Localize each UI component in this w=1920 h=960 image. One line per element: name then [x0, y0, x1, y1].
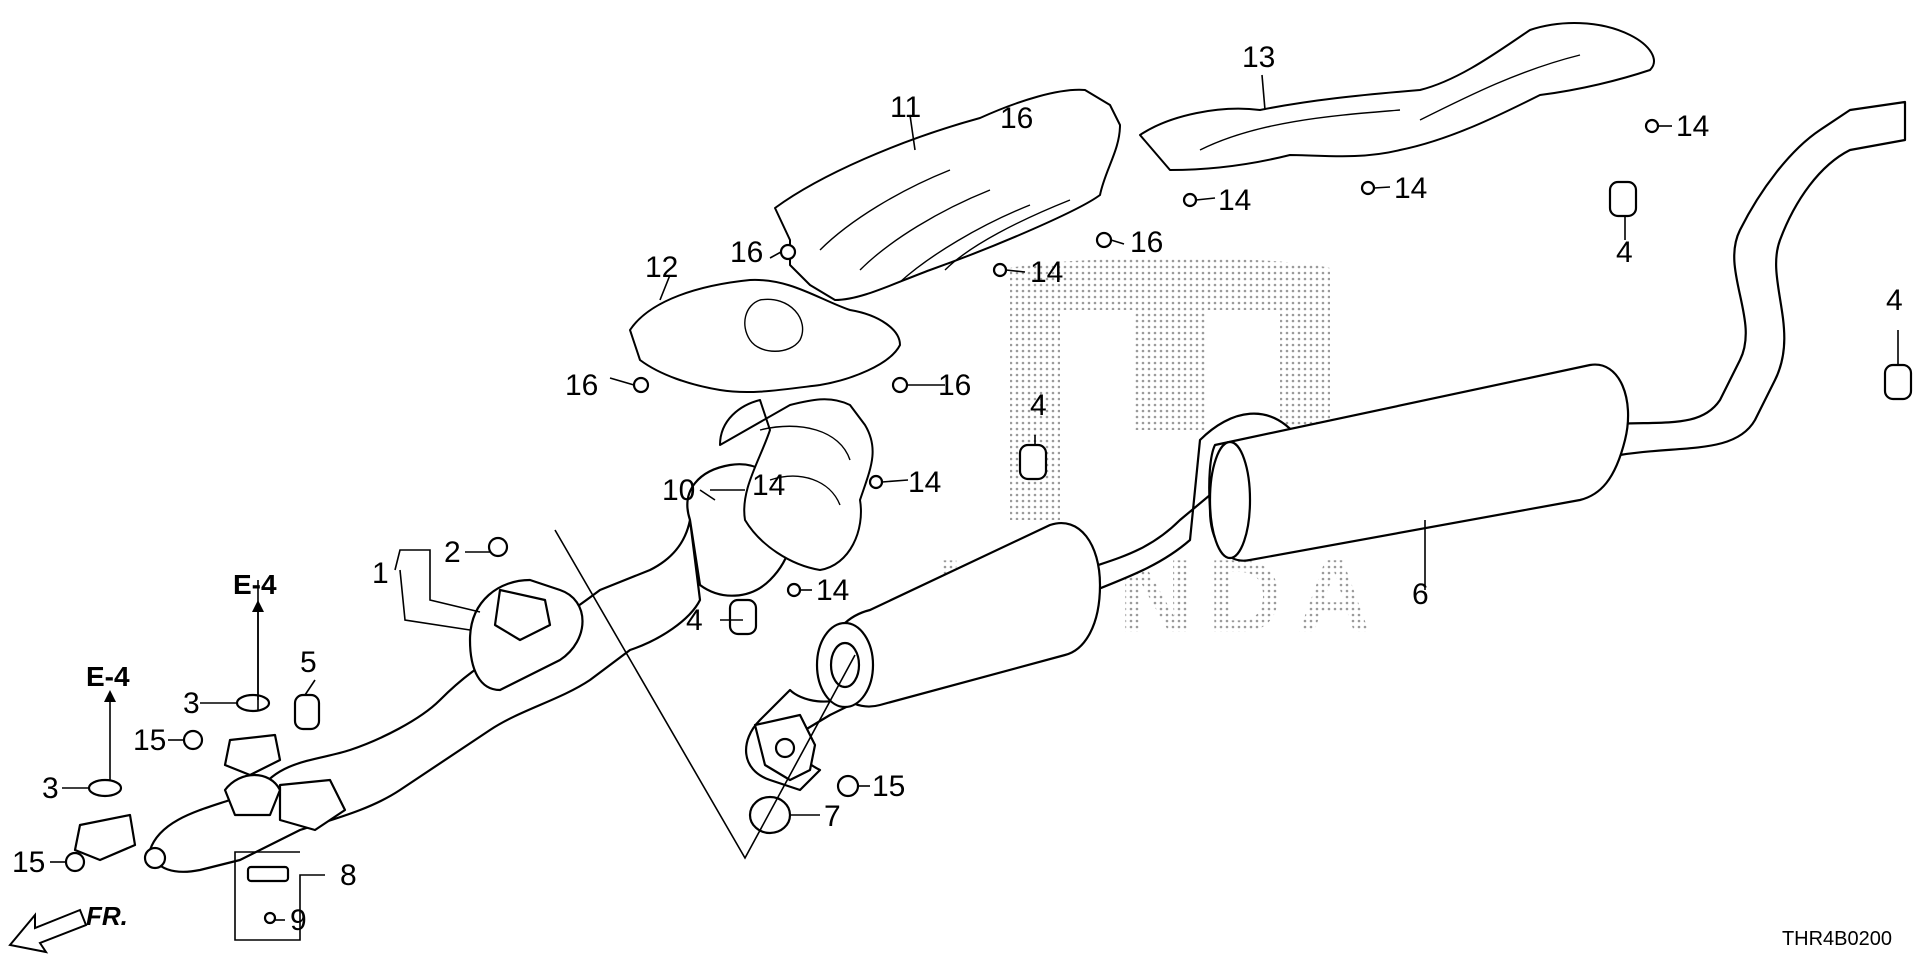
callout-3-lower: 3 [42, 772, 59, 805]
callout-7: 7 [824, 800, 841, 833]
callout-14-b: 14 [908, 466, 941, 499]
hanger-rubber-4-left [728, 598, 758, 636]
callout-13: 13 [1242, 41, 1275, 74]
callout-15-right: 15 [872, 770, 905, 803]
callout-1: 1 [372, 557, 389, 590]
callout-16-c: 16 [565, 369, 598, 402]
callout-14-a: 14 [1030, 256, 1063, 289]
gasket-3-upper [235, 693, 271, 713]
nut-15-right [836, 774, 860, 798]
front-arrow-icon [8, 908, 88, 954]
callout-5: 5 [300, 646, 317, 679]
heat-shield-12 [629, 278, 901, 394]
gasket-7 [748, 795, 792, 835]
front-direction-indicator: FR. [8, 901, 128, 954]
bolt-14-f [1644, 118, 1660, 134]
callout-15-upper: 15 [133, 724, 166, 757]
hanger-rubber-4-top [1608, 180, 1638, 218]
callout-3-upper: 3 [183, 687, 200, 720]
callout-14-c: 14 [816, 574, 849, 607]
callout-15-lower: 15 [12, 846, 45, 879]
callout-14-e: 14 [1394, 172, 1427, 205]
section-ref-e4-upper: E-4 [233, 569, 277, 600]
callout-14-d: 14 [1218, 184, 1251, 217]
callout-4-middle: 4 [1030, 389, 1047, 422]
front-direction-label: FR. [86, 901, 128, 931]
callout-14-f: 14 [1676, 110, 1709, 143]
muffler-assembly [745, 100, 1907, 792]
small-parts [64, 118, 1913, 925]
callout-4-right: 4 [1886, 284, 1903, 317]
heat-shield-13 [1139, 22, 1655, 171]
callout-6: 6 [1412, 578, 1429, 611]
callout-16-d: 16 [938, 369, 971, 402]
hanger-rubber-4-middle [1018, 443, 1048, 481]
callout-4-top: 4 [1616, 236, 1633, 269]
callout-2: 2 [444, 536, 461, 569]
callout-16-e: 16 [1000, 102, 1033, 135]
hanger-rubber-4-right [1883, 363, 1913, 401]
heat-shield-11 [774, 88, 1121, 301]
bolt-14-b [868, 474, 884, 490]
bolt-14-a [992, 262, 1008, 278]
section-references: E-4 E-4 [86, 569, 277, 702]
callout-labels: 1 2 3 3 4 4 4 4 5 6 7 8 9 10 11 12 13 14… [12, 41, 1903, 937]
drawing-code: THR4B0200 [1782, 928, 1892, 950]
section-ref-e4-lower: E-4 [86, 661, 130, 692]
fastener-9 [263, 911, 277, 925]
nut-15-left-upper [182, 729, 204, 751]
callout-16-a: 16 [730, 236, 763, 269]
callout-12: 12 [645, 251, 678, 284]
bolt-14-d [1182, 192, 1198, 208]
callout-11: 11 [890, 91, 921, 124]
nut-16-b [1095, 231, 1113, 249]
nut-16-a [779, 243, 797, 261]
callout-4-left: 4 [686, 604, 703, 637]
bolt-2 [487, 536, 509, 558]
nut-16-c [632, 376, 650, 394]
gasket-3-lower [87, 778, 123, 798]
hanger-rubber-5 [293, 693, 321, 731]
callout-16-b: 16 [1130, 226, 1163, 259]
bolt-14-c [786, 582, 802, 598]
nut-15-left-lower [64, 851, 86, 873]
callout-8: 8 [340, 859, 357, 892]
callout-9: 9 [290, 904, 307, 937]
bolt-14-e [1360, 180, 1376, 196]
heat-shields [629, 22, 1655, 571]
honda-logo-h-mark [1010, 258, 1330, 520]
callout-14-g: 14 [752, 469, 785, 502]
oxygen-sensor-8 [246, 865, 290, 883]
callout-10: 10 [662, 474, 695, 507]
converter-and-front-pipe [73, 463, 794, 873]
heat-shield-10 [719, 398, 874, 571]
nut-16-d [891, 376, 909, 394]
